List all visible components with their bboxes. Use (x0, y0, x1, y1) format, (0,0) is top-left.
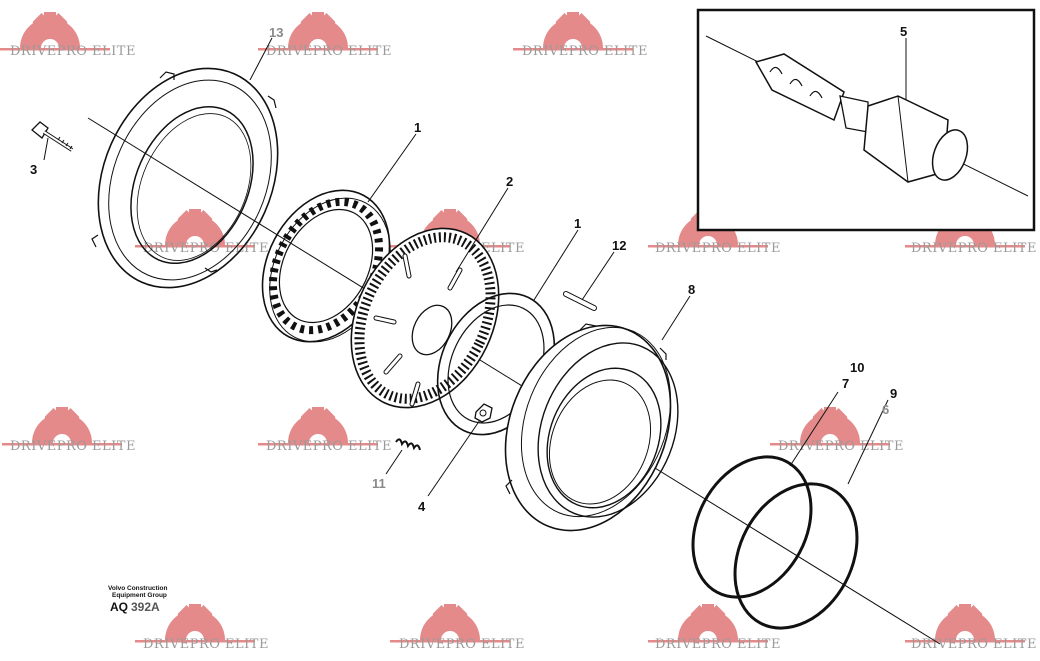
watermark-text: DRIVEPRO ELITE (266, 439, 392, 454)
callout-8: 8 (661, 282, 695, 341)
watermark-text: DRIVEPRO ELITE (911, 241, 1037, 256)
callout-10-label: 10 (850, 360, 864, 375)
watermark-text: DRIVEPRO ELITE (399, 637, 525, 652)
seal-ring-9 (733, 482, 859, 630)
callout-12: 12 (581, 238, 626, 301)
watermark-text: DRIVEPRO ELITE (655, 637, 781, 652)
watermark-text: DRIVEPRO ELITE (655, 241, 781, 256)
callout-9-label: 9 (890, 386, 897, 401)
watermark-text: DRIVEPRO ELITE (522, 44, 648, 59)
callout-11: 11 (372, 449, 403, 491)
inset-detail-box (696, 8, 1036, 232)
callout-3-label: 3 (30, 162, 37, 177)
callout-11-label: 11 (372, 476, 386, 491)
callout-3: 3 (30, 137, 49, 177)
credit-line-2: Equipment Group (112, 592, 167, 599)
callout-5: 5 (900, 24, 907, 100)
watermark-text: DRIVEPRO ELITE (266, 44, 392, 59)
callout-4-label: 4 (418, 499, 426, 514)
callout-1a: 1 (367, 120, 421, 203)
callout-7: 7 (789, 376, 849, 467)
credit-line-1: Volvo Construction (108, 585, 167, 592)
part-3-bolt (31, 121, 74, 152)
callout-1b: 1 (533, 216, 581, 301)
part-13-pressure-plate (91, 67, 279, 289)
watermark-text: DRIVEPRO ELITE (10, 439, 136, 454)
watermark-text: DRIVEPRO ELITE (143, 241, 269, 256)
drawing-code-number: 392A (131, 600, 160, 614)
callout-5-label: 5 (900, 24, 907, 39)
part-8-piston-housing (504, 323, 679, 532)
seal-ring-7 (691, 455, 813, 599)
watermark-text: DRIVEPRO ELITE (778, 439, 904, 454)
part-2-perforated-disc (350, 227, 500, 409)
watermark-text: DRIVEPRO ELITE (911, 637, 1037, 652)
callout-2: 2 (455, 174, 513, 273)
callout-1a-label: 1 (414, 120, 421, 135)
part-12-pin (563, 291, 597, 311)
callout-13-label: 13 (269, 25, 283, 40)
callout-6-label: 6 (882, 402, 889, 417)
callout-2-label: 2 (506, 174, 513, 189)
part-5-sensor (754, 53, 969, 183)
callout-1b-label: 1 (574, 216, 581, 231)
callout-6: 6 (882, 402, 889, 417)
part-11-spring (395, 438, 421, 451)
callout-12-label: 12 (612, 238, 626, 253)
callout-9: 9 (847, 386, 897, 485)
callout-13: 13 (249, 25, 283, 81)
watermark-text: DRIVEPRO ELITE (143, 637, 269, 652)
part-4-nut (474, 403, 493, 423)
callout-8-label: 8 (688, 282, 695, 297)
credit-block: Volvo Construction Equipment Group AQ 39… (108, 585, 167, 614)
callout-4: 4 (418, 419, 481, 514)
callout-7-label: 7 (842, 376, 849, 391)
drawing-code-prefix: AQ (110, 600, 128, 614)
watermark-text: DRIVEPRO ELITE (10, 44, 136, 59)
callout-10: 10 (850, 360, 864, 375)
